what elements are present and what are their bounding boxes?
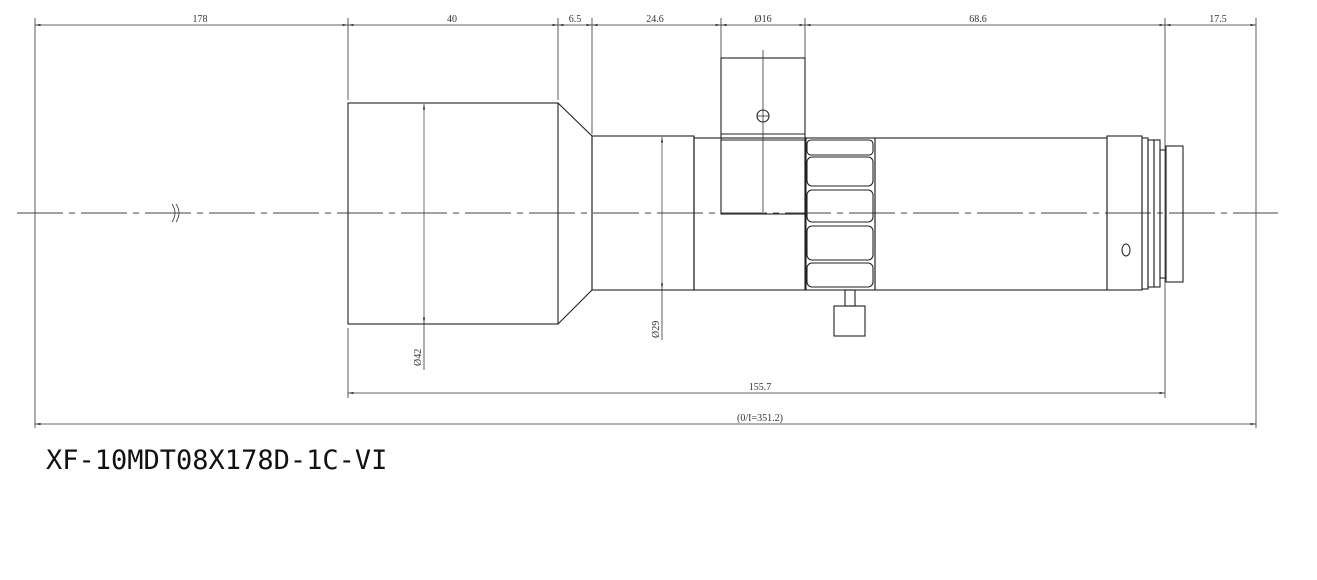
lens-drawing: 178 40 6.5 24.6 Ø16 68.6 17.5 Ø42 Ø29 [17,14,1278,428]
break-symbol [171,203,180,223]
dimension-155-7-label: 155.7 [749,382,772,393]
dim-label-24-6: 24.6 [646,14,664,25]
dim-label-d16: Ø16 [754,14,771,25]
extension-lines [34,18,1257,428]
front-barrel [347,102,559,325]
barrel-taper [557,102,593,325]
dim-label-40: 40 [447,14,457,25]
zoom-tube [693,137,807,291]
diameter-29-label: Ø29 [651,321,662,338]
mount-block [720,50,806,215]
dim-label-6-5: 6.5 [569,14,582,25]
focus-knob [833,289,866,337]
screw-mark [1121,243,1131,257]
mount-rings [1141,137,1184,290]
dim-label-178: 178 [193,14,208,25]
overall-dimension-label: (0/I=351.2) [737,413,783,424]
dim-label-68-6: 68.6 [969,14,987,25]
rear-tube [874,137,1108,291]
diameter-42-label: Ø42 [413,349,424,366]
model-number: XF-10MDT08X178D-1C-VI [46,445,388,476]
knurled-ring [804,137,876,291]
dim-label-17-5: 17.5 [1209,14,1227,25]
